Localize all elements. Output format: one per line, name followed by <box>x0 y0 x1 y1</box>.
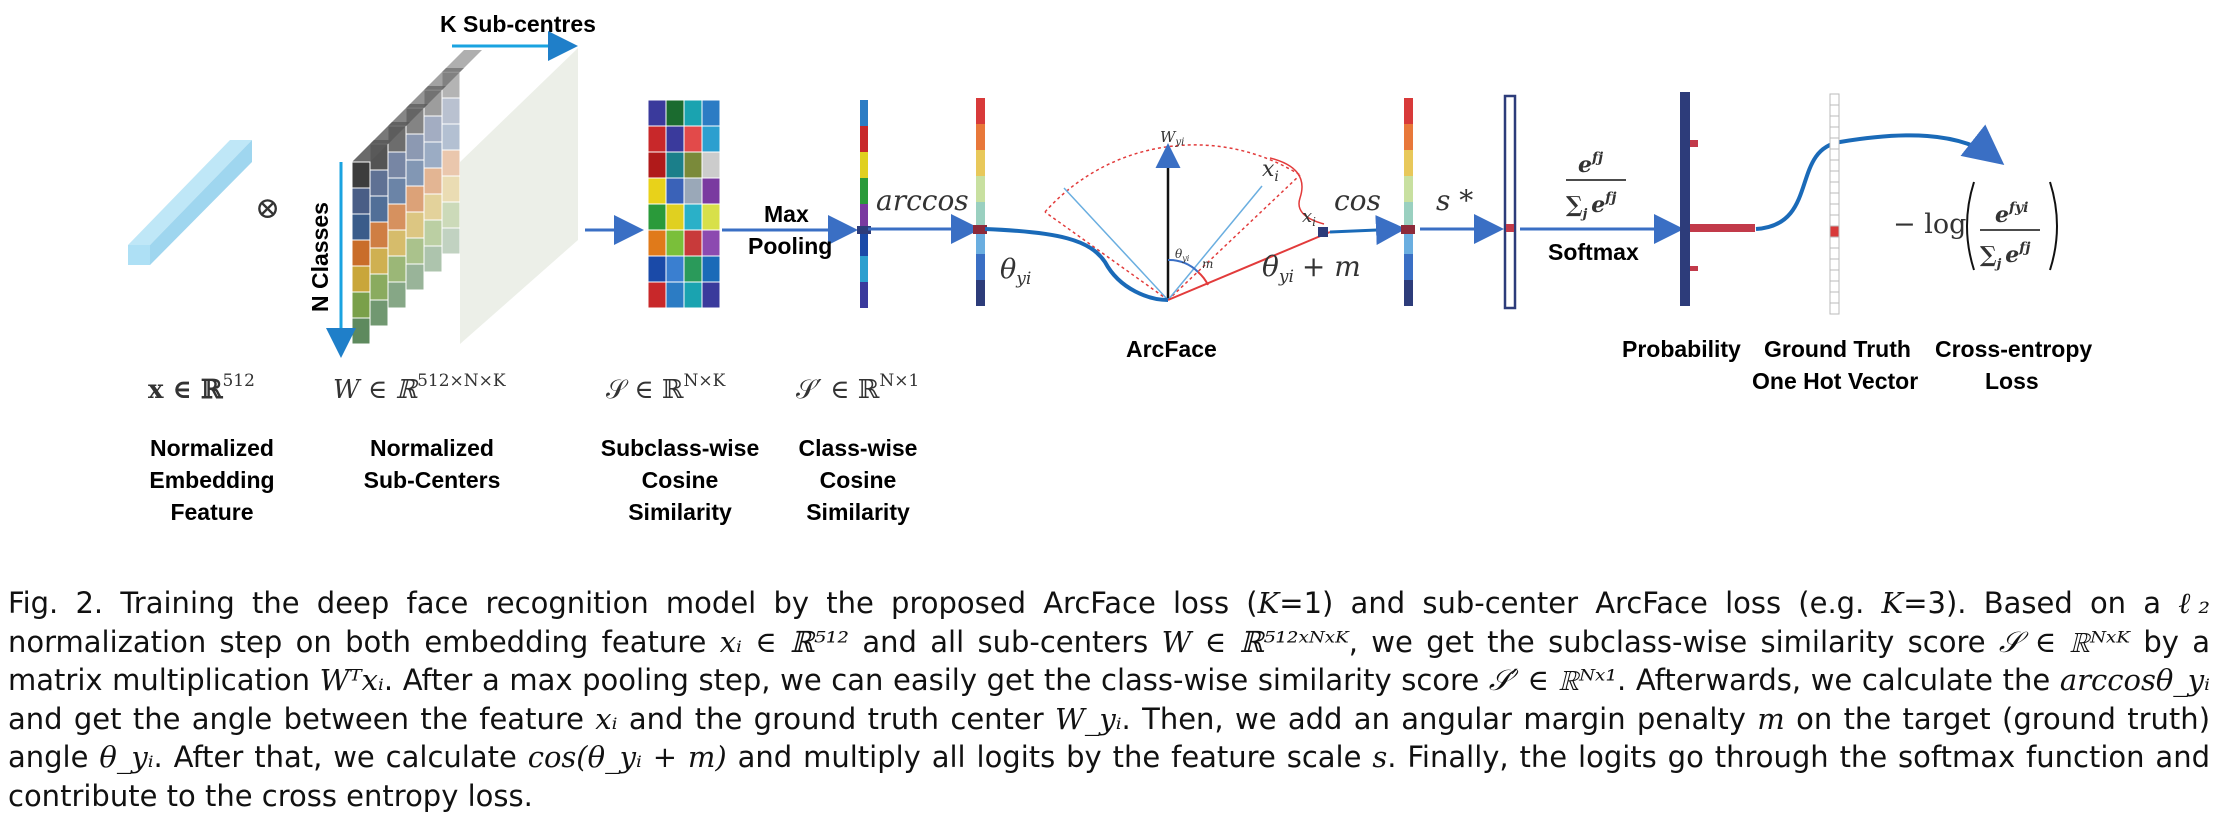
arrow-to-loss <box>1755 124 2005 231</box>
subcenters-label-2: Sub-Centers <box>364 467 501 493</box>
cos-column <box>1401 98 1415 306</box>
classwise-vector <box>857 100 871 308</box>
x-space-label: x ∈ ℝ <box>148 375 224 405</box>
classwise-label-3: Similarity <box>806 499 910 525</box>
s-star-label: s * <box>1436 184 1473 217</box>
svg-text:θyi+ m: θyi+ m <box>1262 250 1361 287</box>
svg-text:θyi: θyi <box>1175 247 1190 263</box>
svg-text:− log: − log <box>1893 209 1966 240</box>
arrow-cos <box>1329 215 1406 246</box>
scaled-logits <box>1503 94 1517 310</box>
svg-text:efj: efj <box>1578 150 1603 178</box>
ground-truth-label: Ground Truth <box>1764 336 1911 362</box>
k-subcentres-label: K Sub-centres <box>440 11 596 37</box>
arcface-diagram: ⊗ K Sub-centres N Classes Max Pooling ar… <box>128 11 2092 525</box>
embedding-label-2: Embedding <box>149 467 274 493</box>
theta-small-label: θ <box>1175 247 1183 261</box>
svg-text:𝒮′ ∈ ℝN×1: 𝒮′ ∈ ℝN×1 <box>796 371 919 405</box>
svg-text:Wyi: Wyi <box>1160 128 1184 148</box>
svg-text:W ∈ ℝ512×N×K: W ∈ ℝ512×N×K <box>333 371 506 405</box>
one-hot-label: One Hot Vector <box>1752 368 1918 394</box>
arcface-geometry <box>984 143 1331 302</box>
m-small-label: m <box>1202 257 1213 271</box>
svg-text:xi: xi <box>1302 206 1316 229</box>
classwise-label-1: Class-wise <box>799 435 918 461</box>
pooling-label: Pooling <box>748 233 832 259</box>
embedding-feature-bar <box>128 140 252 265</box>
cross-entropy-label: Cross-entropy <box>1935 336 2092 362</box>
embedding-label-1: Normalized <box>150 435 274 461</box>
svg-text:θyi: θyi <box>1000 254 1031 289</box>
cos-label: cos <box>1334 184 1381 217</box>
classwise-label-2: Cosine <box>820 467 897 493</box>
one-hot-vector <box>1829 93 1840 315</box>
probability-label: Probability <box>1622 336 1741 362</box>
theta-margin-label: θ <box>1262 250 1279 283</box>
w-space-label: W ∈ ℝ <box>333 375 418 405</box>
s-space-label: 𝒮 ∈ ℝ <box>606 375 684 405</box>
theta-yi-label: θ <box>1000 254 1016 285</box>
subclass-label-3: Similarity <box>628 499 732 525</box>
arccos-label: arccos <box>876 184 969 217</box>
n-classes-label: N Classes <box>307 202 333 312</box>
svg-text:efyi: efyi <box>1995 200 2028 228</box>
logit-column <box>973 98 987 306</box>
sp-space-label: 𝒮′ ∈ ℝ <box>796 375 880 405</box>
svg-text:xi: xi <box>1262 157 1279 185</box>
subcenters-cube <box>351 48 578 345</box>
svg-text:x ∈ ℝ512: x ∈ ℝ512 <box>148 371 255 405</box>
otimes-symbol: ⊗ <box>255 191 280 226</box>
loss-label: Loss <box>1985 368 2039 394</box>
probability-vector <box>1680 92 1755 306</box>
max-label: Max <box>764 201 809 227</box>
softmax-label: Softmax <box>1548 239 1639 265</box>
subclass-similarity-grid <box>647 99 721 309</box>
figure-caption: Fig. 2. Training the deep face recogniti… <box>8 586 2211 813</box>
subclass-label-1: Subclass-wise <box>601 435 760 461</box>
subclass-label-2: Cosine <box>642 467 719 493</box>
x-i-label-2: x <box>1302 206 1312 227</box>
w-yi-label: W <box>1160 128 1177 146</box>
x-i-label: x <box>1262 157 1275 182</box>
arcface-label: ArcFace <box>1126 336 1217 362</box>
subcenters-label-1: Normalized <box>370 435 494 461</box>
embedding-label-3: Feature <box>170 499 253 525</box>
svg-text:𝒮 ∈ ℝN×K: 𝒮 ∈ ℝN×K <box>606 371 726 405</box>
